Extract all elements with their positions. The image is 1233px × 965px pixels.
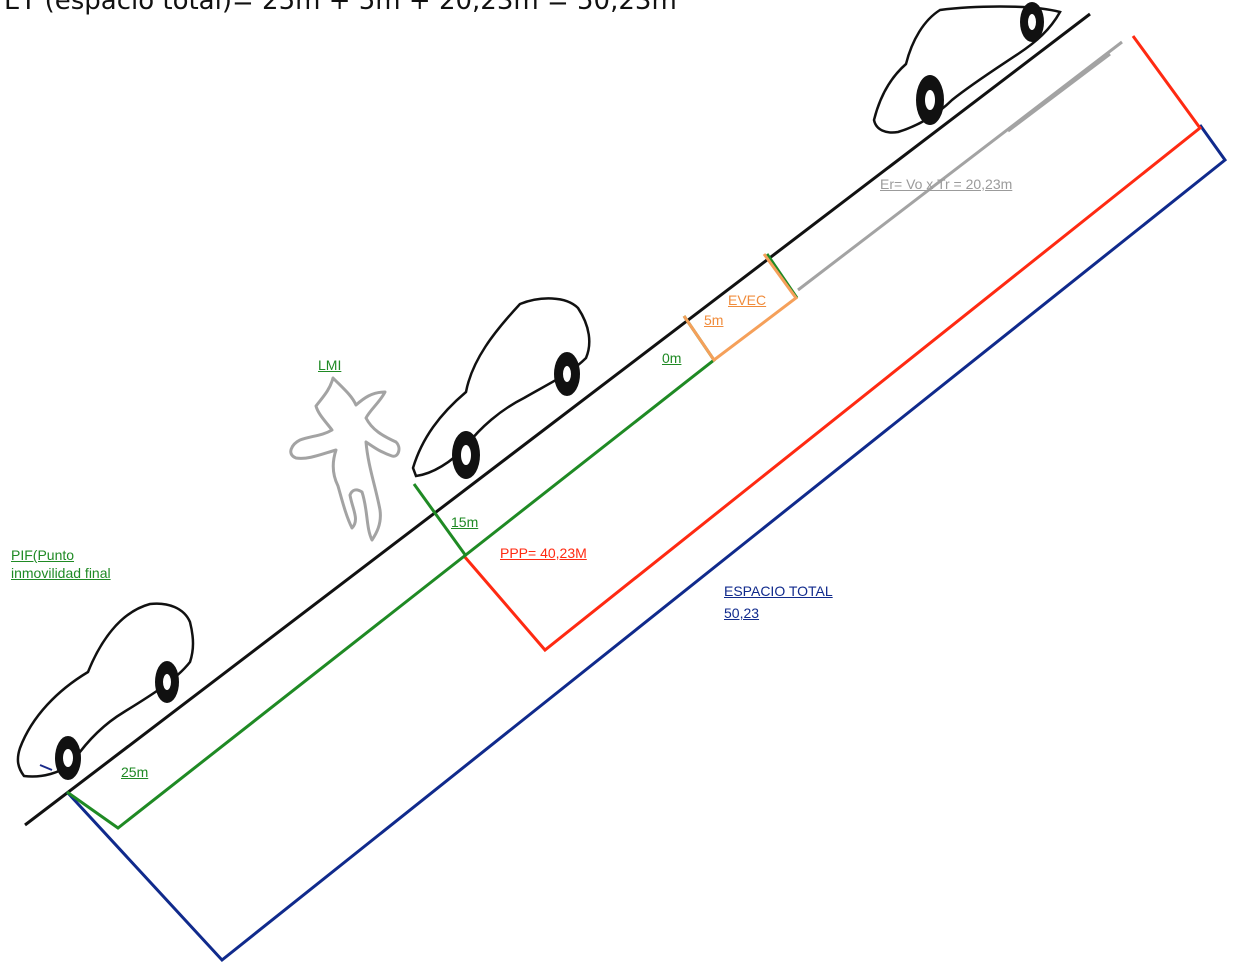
pif-label-line2: inmovilidad final — [11, 565, 111, 581]
reaction-distance-line — [797, 40, 1123, 292]
ppp-label: PPP= 40,23M — [500, 545, 587, 561]
car-initial-position — [872, 2, 1062, 134]
ppp-bracket — [462, 35, 1203, 653]
road-edge-line — [24, 12, 1091, 827]
fifteen-meter-label: 15m — [451, 514, 479, 530]
total-space-label-line2: 50,23 — [724, 605, 760, 621]
total-space-bracket — [65, 124, 1228, 963]
car-at-hazard — [411, 297, 591, 479]
pedestrian-silhouette — [289, 376, 401, 542]
lmi-marker-line — [412, 483, 468, 557]
evec-label: EVEC — [728, 292, 767, 308]
total-space-formula: ET (espacio total)= 25m + 5m + 20,23m = … — [4, 0, 677, 16]
total-space-label-line1: ESPACIO TOTAL — [724, 583, 833, 599]
car-final-position — [16, 602, 195, 780]
reaction-distance-label: Er= Vo x Tr = 20,23m — [880, 176, 1013, 192]
evec-distance-label: 5m — [704, 312, 724, 328]
twentyfive-meter-label: 25m — [121, 764, 149, 780]
pif-label-line1: PIF(Punto — [11, 547, 75, 563]
braking-distance-bracket — [66, 315, 717, 830]
lmi-label: LMI — [318, 357, 342, 373]
zero-meter-label: 0m — [662, 350, 682, 366]
evec-bracket — [682, 253, 799, 363]
reaction-distance-line-upper — [1007, 52, 1111, 133]
